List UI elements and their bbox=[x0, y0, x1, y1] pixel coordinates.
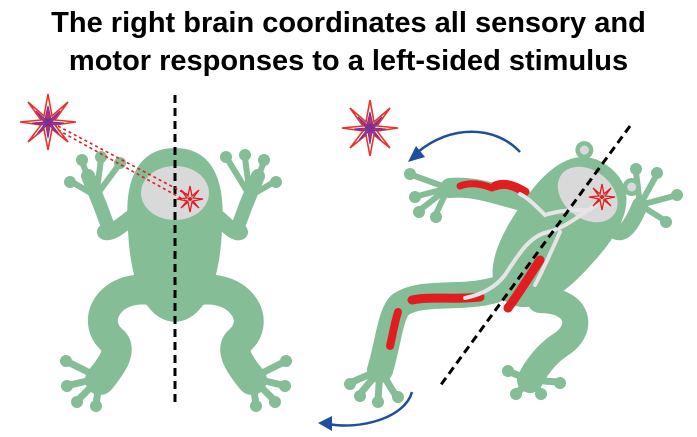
title-line-1: The right brain coordinates all sensory … bbox=[51, 7, 646, 39]
leg-motion-arrow bbox=[318, 391, 414, 431]
arm-motion-arrow bbox=[408, 130, 521, 162]
right-frog-trunk-muscle bbox=[503, 255, 545, 313]
right-frog-right-leg bbox=[517, 287, 589, 393]
left-frog-left-hand bbox=[64, 151, 126, 239]
left-frog-left-leg bbox=[85, 274, 165, 395]
right-frog bbox=[344, 125, 683, 408]
title-line-2: motor responses to a left-sided stimulus bbox=[68, 45, 629, 77]
right-frog-arm-muscle bbox=[490, 179, 530, 197]
right-midline bbox=[438, 125, 632, 387]
left-frog bbox=[57, 95, 292, 412]
figure-title: The right brain coordinates all sensory … bbox=[0, 4, 697, 80]
curved-arrow-icon bbox=[318, 416, 332, 431]
sensory-line-upper bbox=[57, 125, 191, 197]
motor-pathway-trunk bbox=[533, 230, 562, 287]
right-stimulus-star-icon bbox=[341, 99, 399, 157]
left-frog-right-hand bbox=[220, 149, 282, 239]
left-frog-right-foot bbox=[248, 355, 292, 412]
right-frog-shin-muscle bbox=[386, 308, 402, 350]
right-frog-left-foot bbox=[344, 366, 404, 408]
curved-arrow-icon bbox=[408, 146, 425, 162]
motor-pathway-arm bbox=[518, 192, 592, 218]
right-frog-left-hand bbox=[404, 168, 451, 223]
right-frog-right-foot bbox=[502, 365, 566, 400]
left-frog-left-foot bbox=[60, 355, 104, 412]
left-stimulus-star-icon bbox=[19, 93, 77, 151]
left-frog-right-leg bbox=[185, 274, 267, 395]
motor-pathway-leg bbox=[463, 203, 598, 300]
sensory-line-lower bbox=[57, 129, 189, 203]
